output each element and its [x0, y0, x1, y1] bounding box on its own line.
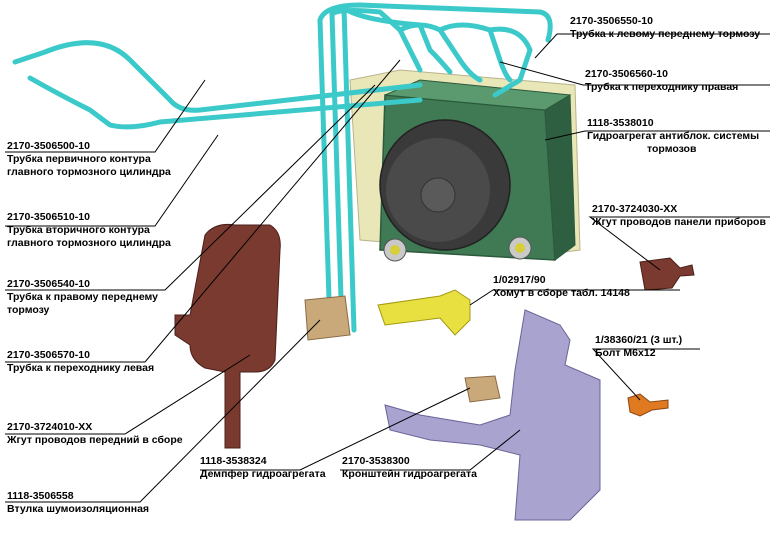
callout-desc: Трубка к правому переднему — [7, 291, 158, 303]
pump-motor — [379, 119, 511, 251]
callout-code: 2170-3724010-XX — [7, 421, 93, 433]
callout-clamp: 1/02917/90 Хомут в сборе табл. 14148 — [493, 274, 630, 300]
callout-desc: Жгут проводов передний в сборе — [7, 434, 183, 446]
damper — [464, 375, 501, 403]
callout-code: 2170-3506510-10 — [7, 211, 90, 223]
callout-desc-2: главного тормозного цилиндра — [7, 237, 171, 249]
instrument-panel-connector — [639, 257, 695, 291]
callout-desc: Трубка к переходнику правая — [585, 81, 739, 93]
callout-code: 2170-3506540-10 — [7, 278, 90, 290]
clamp — [377, 289, 471, 336]
callout-code: 2170-3506550-10 — [570, 15, 653, 27]
callout-desc: Трубка вторичного контура — [7, 224, 150, 236]
callout-hydraulic-unit: 1118-3538010 Гидроагрегат антиблок. сист… — [587, 117, 759, 156]
callout-panel-harness: 2170-3724030-XX Жгут проводов панели при… — [592, 203, 766, 229]
callout-code: 2170-3506500-10 — [7, 140, 90, 152]
callout-front-harness: 2170-3724010-XX Жгут проводов передний в… — [7, 421, 183, 447]
callout-right-front-tube: 2170-3506540-10 Трубка к правому передне… — [7, 278, 158, 317]
callout-desc: Гидроагрегат антиблок. системы — [587, 130, 760, 142]
front-wire-harness — [174, 224, 281, 449]
bolt — [627, 393, 669, 417]
callout-desc: Демпфер гидроагрегата — [200, 468, 326, 480]
callout-secondary-tube: 2170-3506510-10 Трубка вторичного контур… — [7, 211, 171, 250]
callout-left-front-tube: 2170-3506550-10 Трубка к левому переднем… — [570, 15, 760, 41]
callout-desc: Кронштейн гидроагрегата — [342, 468, 478, 480]
callout-code: 2170-3724030-XX — [592, 203, 678, 215]
callout-desc: Жгут проводов панели приборов — [592, 216, 766, 228]
callout-sleeve: 1118-3506558 Втулка шумоизоляционная — [7, 490, 149, 516]
callout-left-adapter-tube: 2170-3506570-10 Трубка к переходнику лев… — [7, 349, 154, 375]
bracket — [384, 309, 601, 521]
brake-tubes — [12, 2, 553, 333]
callout-desc-2: тормозов — [647, 143, 697, 155]
callout-desc-2: тормозу — [7, 304, 50, 316]
callout-right-adapter-tube: 2170-3506560-10 Трубка к переходнику пра… — [585, 68, 738, 94]
callout-code: 2170-3506570-10 — [7, 349, 90, 361]
callout-code: 1/02917/90 — [493, 274, 546, 286]
callout-desc: Трубка первичного контура — [7, 153, 151, 165]
callout-code: 2170-3538300 — [342, 455, 410, 467]
callout-code: 1118-3538324 — [200, 455, 267, 467]
callout-desc: Трубка к переходнику левая — [7, 362, 155, 374]
callout-desc: Хомут в сборе табл. 14148 — [493, 287, 630, 299]
noise-sleeve — [304, 295, 351, 341]
callout-bolt: 1/38360/21 (3 шт.) Болт М6х12 — [595, 334, 682, 360]
callout-desc: Трубка к левому переднему тормозу — [570, 28, 761, 40]
callout-desc-2: главного тормозного цилиндра — [7, 166, 171, 178]
callout-code: 1/38360/21 (3 шт.) — [595, 334, 683, 346]
callout-code: 2170-3506560-10 — [585, 68, 668, 80]
callout-damper: 1118-3538324 Демпфер гидроагрегата — [200, 455, 326, 481]
callout-code: 1118-3506558 — [7, 490, 74, 502]
callout-bracket: 2170-3538300 Кронштейн гидроагрегата — [342, 455, 477, 481]
leader-lines — [5, 33, 770, 503]
callout-primary-tube: 2170-3506500-10 Трубка первичного контур… — [7, 140, 171, 179]
callout-code: 1118-3538010 — [587, 117, 654, 129]
callout-desc: Болт М6х12 — [595, 347, 656, 359]
callout-desc: Втулка шумоизоляционная — [7, 503, 150, 515]
